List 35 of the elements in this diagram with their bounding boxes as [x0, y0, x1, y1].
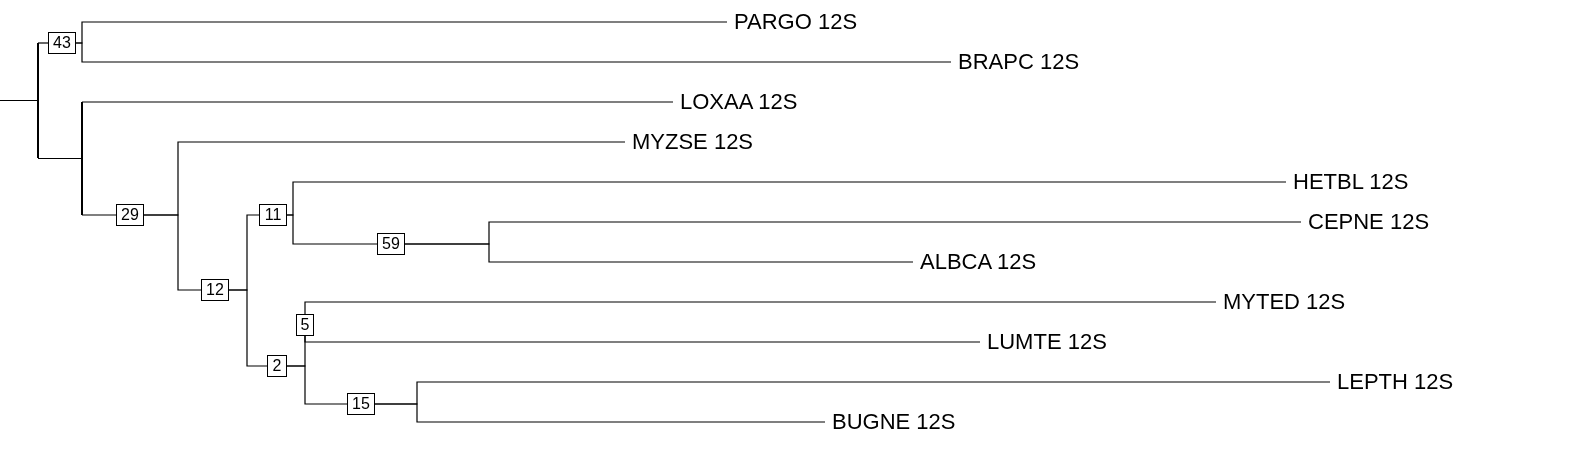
tree-branch [374, 403, 826, 423]
tree-branch [37, 42, 49, 44]
bootstrap-value: 15 [347, 393, 375, 415]
tree-branch [404, 243, 914, 263]
tree-branch [304, 335, 981, 343]
tree-branch [286, 365, 348, 405]
tree-branch [75, 42, 952, 63]
tree-branch [304, 301, 1217, 315]
tree-branch [143, 214, 202, 291]
bootstrap-value: 2 [267, 355, 287, 377]
tree-branch [81, 101, 674, 103]
taxon-label: PARGO 12S [734, 11, 858, 33]
bootstrap-value: 29 [116, 204, 144, 226]
taxon-label: MYTED 12S [1223, 291, 1346, 313]
taxon-label: CEPNE 12S [1308, 211, 1430, 233]
tree-branch [228, 289, 268, 367]
clade-branch-line [81, 102, 83, 215]
taxon-label: MYZSE 12S [632, 131, 754, 153]
taxon-label: LEPTH 12S [1337, 371, 1454, 393]
taxon-label: BRAPC 12S [958, 51, 1080, 73]
taxon-label: HETBL 12S [1293, 171, 1409, 193]
bootstrap-value: 5 [296, 314, 314, 336]
tree-branch [0, 99, 39, 102]
taxon-label: BUGNE 12S [832, 411, 956, 433]
tree-branch [37, 157, 83, 160]
bootstrap-value: 12 [201, 279, 229, 301]
bootstrap-value: 43 [48, 32, 76, 54]
tree-branch [286, 214, 378, 245]
bootstrap-value: 59 [377, 233, 405, 255]
tree-branch [81, 214, 117, 216]
taxon-label: LUMTE 12S [987, 331, 1107, 353]
taxon-label: LOXAA 12S [680, 91, 798, 113]
clade-branch-line [37, 43, 39, 158]
bootstrap-value: 11 [259, 204, 287, 226]
taxon-label: ALBCA 12S [920, 251, 1037, 273]
